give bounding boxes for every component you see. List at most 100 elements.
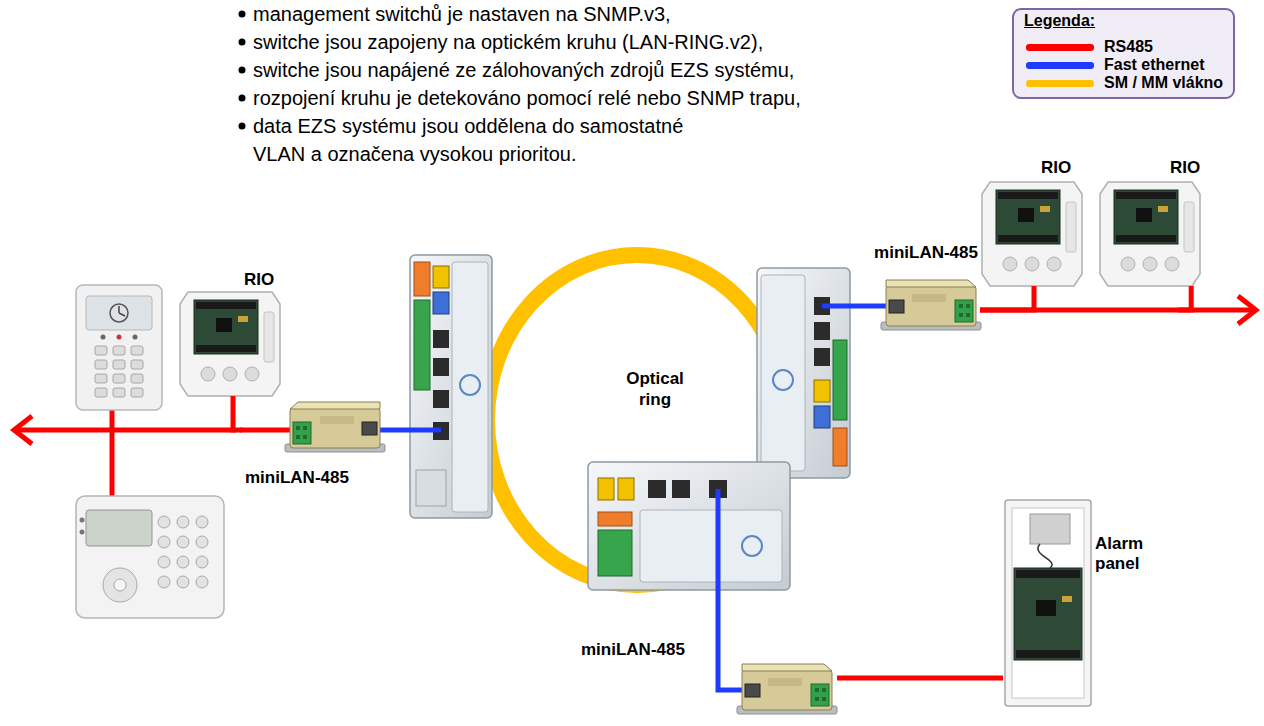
switch-illustration (672, 480, 690, 498)
keypad-illustration (101, 335, 106, 340)
keypad-illustration (131, 374, 143, 383)
device-label: RIO (1028, 158, 1084, 178)
keypad-illustration (133, 335, 138, 340)
device-node: miniLAN-485 (242, 398, 380, 492)
device-node: RIO (1100, 156, 1214, 286)
bullet-dots (239, 11, 246, 130)
keypad-illustration (158, 556, 170, 568)
switch-illustration (414, 262, 430, 296)
alarm-panel-illustration (1016, 570, 1080, 578)
bullet-dots (239, 39, 246, 46)
device-node: Alarm panel (1003, 498, 1163, 708)
keypad-illustration (86, 510, 152, 546)
alarm-panel-illustration (1062, 596, 1072, 602)
switch-illustration (773, 370, 793, 390)
switch-illustration (757, 268, 850, 478)
keypad-illustration (76, 496, 224, 618)
switch-illustration (598, 512, 632, 526)
switch-illustration (588, 462, 790, 590)
keypad-illustration (158, 576, 170, 588)
legend-swatch (1026, 44, 1094, 51)
bullet-dots (239, 123, 246, 130)
keypad-illustration (158, 516, 208, 588)
device-node: RIO (982, 156, 1086, 286)
switch-illustration (833, 340, 847, 420)
keypad-illustration (114, 579, 126, 591)
rio-module (982, 182, 1082, 286)
keypad-illustration (95, 388, 107, 397)
switch-illustration (618, 478, 634, 500)
legend-row: SM / MM vlákno (1026, 74, 1223, 92)
keypad-illustration (80, 518, 85, 523)
keypad-illustration (131, 388, 143, 397)
keypad-illustration (95, 346, 143, 397)
note-text: rozpojení kruhu je detekováno pomocí rel… (253, 84, 801, 112)
keypad-illustration (76, 285, 162, 410)
legend-row: Fast ethernet (1026, 56, 1223, 74)
switch-illustration (814, 322, 830, 340)
keypad-illustration (76, 496, 224, 618)
alarm-panel-illustration (1016, 650, 1080, 658)
switch-illustration (433, 330, 449, 348)
rs485-bus (14, 416, 32, 444)
note-text: switche jsou napájené ze zálohovaných zd… (253, 56, 794, 84)
switch-illustration (433, 292, 449, 314)
device-label: miniLAN-485 (581, 640, 685, 660)
keypad-illustration (196, 536, 208, 548)
keypad-illustration (196, 556, 208, 568)
alarm-panel-illustration (1005, 500, 1091, 706)
switch-illustration (598, 478, 614, 500)
switch-illustration (433, 358, 449, 376)
ring-label: Optical ring (618, 368, 692, 410)
keypad-illustration (95, 374, 107, 383)
keypad-illustration (113, 360, 125, 369)
legend-text: RS485 (1104, 38, 1153, 56)
minilan-device (285, 402, 385, 452)
switch-illustration (414, 300, 430, 390)
note-text: data EZS systému jsou oddělena do samost… (253, 112, 713, 168)
keypad-illustration (80, 530, 85, 535)
switch-illustration (761, 275, 805, 471)
keypad-illustration (131, 360, 143, 369)
device-label: Alarm panel (1095, 534, 1157, 574)
switch-illustration (588, 462, 790, 590)
rio-module (180, 292, 280, 396)
device-node: RIO (178, 268, 288, 396)
switch-illustration (742, 536, 762, 556)
legend-swatch (1026, 62, 1094, 69)
switch-illustration (833, 428, 847, 466)
bullet-dots (239, 95, 246, 102)
device-label: miniLAN-485 (245, 468, 349, 488)
legend-swatch (1026, 80, 1094, 87)
keypad-illustration (95, 360, 107, 369)
alarm-panel-illustration (1012, 508, 1084, 698)
minilan-device (737, 664, 837, 714)
legend-row: RS485 (1026, 38, 1223, 56)
keypad-illustration (76, 285, 162, 410)
rs485-line (980, 286, 1191, 310)
rs485-line (233, 396, 242, 430)
switch-illustration (640, 510, 782, 582)
alarm-panel-illustration (1036, 600, 1056, 616)
note-text: management switchů je nastaven na SNMP.v… (253, 0, 671, 28)
switch-illustration (598, 530, 632, 576)
device-label: RIO (234, 270, 284, 290)
keypad-illustration (113, 346, 125, 355)
keypad-illustration (158, 536, 170, 548)
ethernet-cable (376, 306, 888, 690)
ethernet-cable (822, 304, 888, 309)
legend-title: Legenda: (1024, 12, 1095, 30)
switch-illustration (452, 262, 488, 512)
keypad-illustration (196, 576, 208, 588)
switch-illustration (648, 480, 666, 498)
minilan-device (881, 280, 981, 330)
switch-illustration (410, 255, 492, 518)
keypad-illustration (196, 516, 208, 528)
bullet-dots (239, 11, 246, 18)
alarm-panel-illustration (1030, 514, 1070, 544)
keypad-illustration (103, 568, 137, 602)
keypad-illustration (131, 346, 143, 355)
keypad-illustration (177, 556, 189, 568)
switch-illustration (433, 266, 449, 288)
